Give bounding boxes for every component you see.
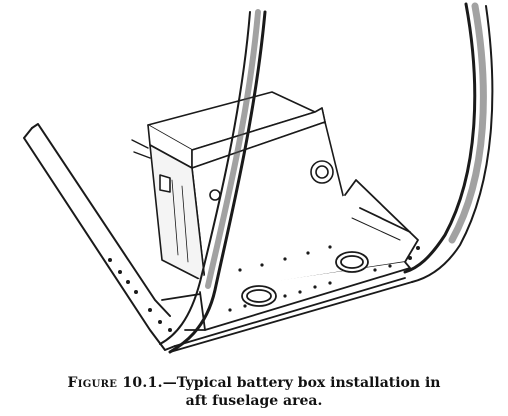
caption-line-1: Figure 10.1.—Typical battery box install… [0, 374, 508, 392]
left-rear-frame [23, 123, 176, 351]
caption-text-1: —Typical battery box installation in [162, 375, 441, 391]
left-frame-rib [159, 9, 267, 354]
caption-line-2: aft fuselage area. [185, 393, 323, 409]
figure-caption: Figure 10.1.—Typical battery box install… [0, 368, 508, 416]
right-frame-rib [403, 2, 494, 283]
mounting-tray [161, 179, 419, 331]
figure-label: Figure 10.1. [67, 375, 163, 391]
battery-box-installation-illustration [23, 2, 494, 354]
lower-skin-edge [169, 277, 413, 353]
